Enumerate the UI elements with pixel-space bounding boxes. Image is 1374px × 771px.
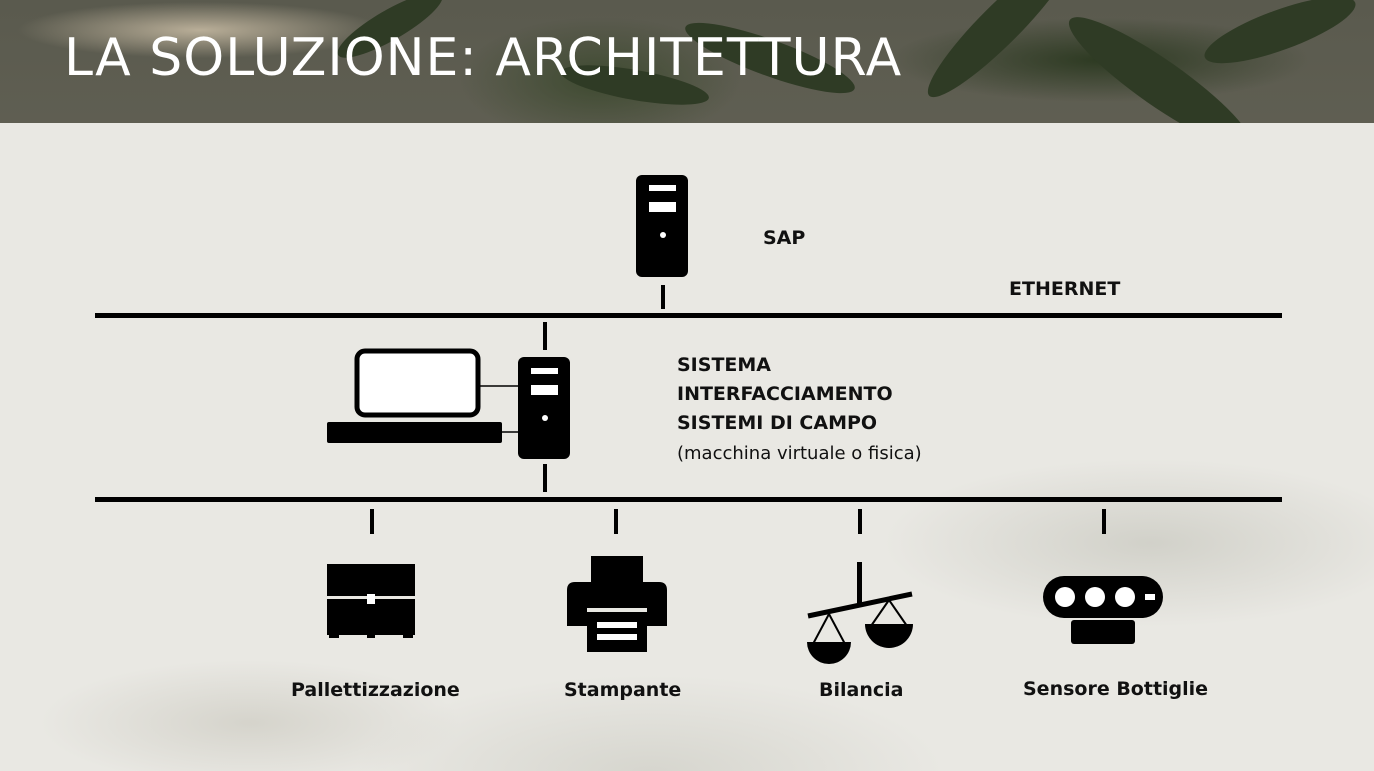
system-label-note: (macchina virtuale o fisica) xyxy=(677,443,922,464)
pallet-icon xyxy=(327,564,415,638)
system-bottom-connector xyxy=(543,464,547,492)
system-label-line1: SISTEMA xyxy=(677,354,771,376)
field-bus xyxy=(95,497,1282,502)
printer-connector xyxy=(614,509,618,534)
device-label-pallettizzazione: Pallettizzazione xyxy=(291,679,460,701)
ethernet-bus xyxy=(95,313,1282,318)
sap-connector xyxy=(661,285,665,309)
sensor-icon xyxy=(1043,576,1163,644)
scale-connector xyxy=(858,509,862,534)
printer-icon xyxy=(567,556,667,652)
ethernet-label: ETHERNET xyxy=(1009,278,1121,300)
system-top-connector xyxy=(543,322,547,350)
computer-icon xyxy=(327,348,570,459)
device-label-sensore-bottiglie: Sensore Bottiglie xyxy=(1023,678,1209,700)
device-label-stampante: Stampante xyxy=(564,679,682,701)
system-label-line2: INTERFACCIAMENTO xyxy=(677,383,893,405)
system-label-line3: SISTEMI DI CAMPO xyxy=(677,412,878,434)
device-label-bilancia: Bilancia xyxy=(819,679,904,701)
slide-title: LA SOLUZIONE: ARCHITETTURA xyxy=(64,28,903,88)
sap-label: SAP xyxy=(763,227,806,249)
pallet-connector xyxy=(370,509,374,534)
scale-icon xyxy=(807,562,913,664)
sensor-connector xyxy=(1102,509,1106,534)
server-icon xyxy=(636,175,688,277)
